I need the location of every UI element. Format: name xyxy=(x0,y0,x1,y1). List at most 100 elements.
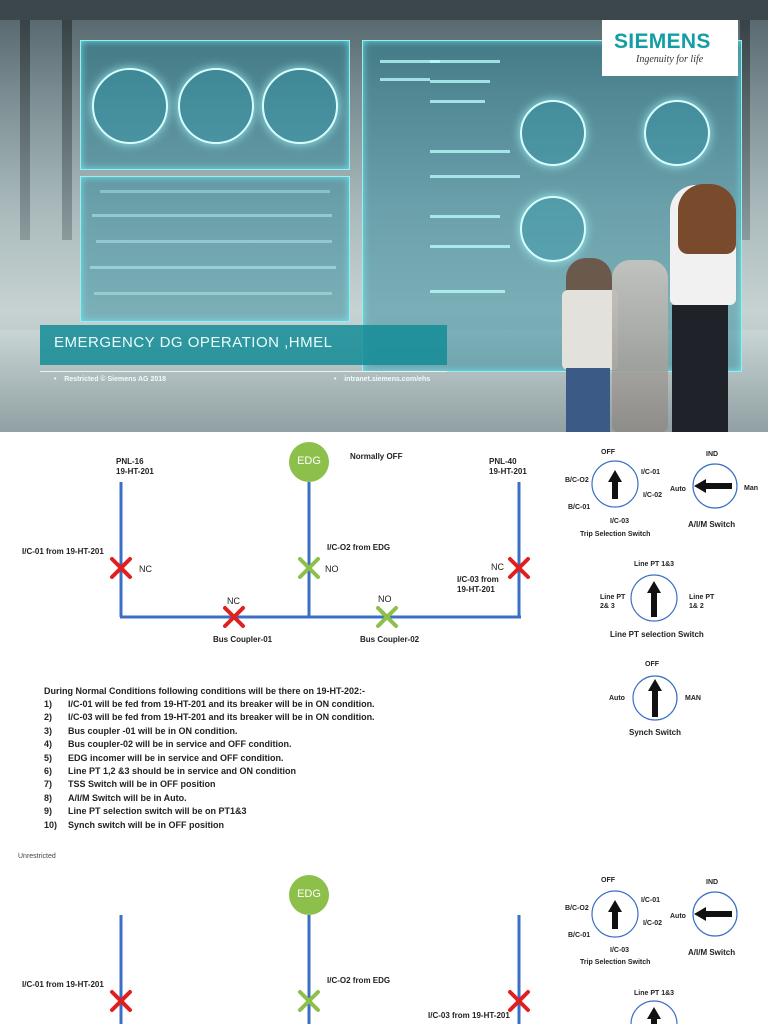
bandage-icon xyxy=(262,68,338,144)
synch-auto-label: Auto xyxy=(609,695,625,702)
linept-left-label: Line PT xyxy=(600,594,626,601)
pnl40-source: 19-HT-201 xyxy=(489,467,527,476)
aim-ind-label: IND xyxy=(706,879,719,886)
tss-caption: Trip Selection Switch xyxy=(580,959,651,966)
siemens-logo: SIEMENS Ingenuity for life xyxy=(602,20,738,76)
pnl16-source: 19-HT-201 xyxy=(116,467,154,476)
bus-coupler-01-label: Bus Coupler-01 xyxy=(213,635,273,644)
tss-ic02-label: I/C-02 xyxy=(643,492,663,499)
linept-top-label: Line PT 1&3 xyxy=(634,990,675,997)
normal-conditions: During Normal Conditions following condi… xyxy=(44,686,375,832)
aim-auto-label: Auto xyxy=(670,486,686,493)
list-item: 9)Line PT selection switch will be on PT… xyxy=(44,806,247,817)
binary-panel xyxy=(80,176,350,322)
normally-off-label: Normally OFF xyxy=(350,452,403,461)
ic01-label: I/C-01 from 19-HT-201 xyxy=(22,980,104,989)
nc-label: NC xyxy=(227,596,240,606)
no-label: NO xyxy=(378,594,392,604)
list-item: 10)Synch switch will be in OFF position xyxy=(44,819,225,830)
ic03-label: I/C-03 from xyxy=(457,575,499,584)
cover-slide: SIEMENS Ingenuity for life EMERGENCY DG … xyxy=(0,0,768,432)
aim-caption: A/I/M Switch xyxy=(688,520,736,529)
hall-beam xyxy=(740,0,750,240)
bus-coupler-02-label: Bus Coupler-02 xyxy=(360,635,420,644)
list-item: 6)Line PT 1,2 &3 should be in service an… xyxy=(44,765,297,776)
girl-jeans xyxy=(672,305,728,432)
synch-off-label: OFF xyxy=(645,661,659,668)
list-item: 5)EDG incomer will be in service and OFF… xyxy=(44,752,284,763)
aim-ind-label: IND xyxy=(706,451,719,458)
nc-label: NC xyxy=(491,562,504,572)
hall-beam xyxy=(62,0,72,240)
footer-divider xyxy=(40,371,447,372)
tss-bco1-label: B/C-01 xyxy=(568,932,591,939)
ic02-label: I/C-O2 from EDG xyxy=(327,543,391,552)
aim-man-label: Man xyxy=(744,485,758,492)
list-item: 8)A/I/M Switch will be in Auto. xyxy=(44,792,187,803)
apple-icon xyxy=(178,68,254,144)
girl-hair xyxy=(678,184,736,254)
synch-caption: Synch Switch xyxy=(629,728,682,737)
ic03-label: I/C-03 from 19-HT-201 xyxy=(428,1011,510,1020)
sld-lines xyxy=(110,442,738,1024)
gear-icon xyxy=(520,100,586,166)
nc-label: NC xyxy=(139,564,152,574)
footer-link[interactable]: • intranet.siemens.com/ehs xyxy=(334,376,431,383)
hall-beam xyxy=(20,0,30,240)
tss-ic01-label: I/C-01 xyxy=(641,897,661,904)
aim-caption: A/I/M Switch xyxy=(688,948,736,957)
tree-icon xyxy=(92,68,168,144)
tss-bco1-label: B/C-01 xyxy=(568,504,591,511)
no-label: NO xyxy=(325,564,339,574)
breaker-closed-icon xyxy=(110,557,132,579)
breaker-closed-icon xyxy=(110,990,132,1012)
tss-bco2-label: B/C-O2 xyxy=(565,477,589,484)
tss-caption: Trip Selection Switch xyxy=(580,531,651,538)
linept-caption: Line PT selection Switch xyxy=(610,630,704,639)
list-item: 2)I/C-03 will be fed from 19-HT-201 and … xyxy=(44,712,375,723)
list-item: 7)TSS Switch will be in OFF position xyxy=(44,779,216,790)
list-item: 3)Bus coupler -01 will be in ON conditio… xyxy=(44,725,238,736)
ic02-label: I/C-O2 from EDG xyxy=(327,976,391,985)
linept-top-label: Line PT 1&3 xyxy=(634,561,675,568)
tss-ic01-label: I/C-01 xyxy=(641,469,661,476)
dial-icon xyxy=(520,196,586,262)
conditions-heading: During Normal Conditions following condi… xyxy=(44,686,366,696)
tss-ic03-label: I/C-03 xyxy=(610,947,630,954)
ic01-label: I/C-01 from 19-HT-201 xyxy=(22,547,104,556)
tss-off-label: OFF xyxy=(601,449,615,456)
breaker-closed-icon xyxy=(508,990,530,1012)
pnl40-label: PNL-40 xyxy=(489,457,517,466)
ic03-source: 19-HT-201 xyxy=(457,585,495,594)
pnl16-label: PNL-16 xyxy=(116,457,144,466)
breaker-closed-icon xyxy=(508,557,530,579)
logo-tagline: Ingenuity for life xyxy=(636,54,704,65)
edg-label: EDG xyxy=(297,455,321,467)
breaker-open-icon xyxy=(298,557,320,579)
aim-auto-label: Auto xyxy=(670,913,686,920)
child-shirt xyxy=(562,290,618,370)
synch-man-label: MAN xyxy=(685,695,701,702)
tss-ic03-label: I/C-03 xyxy=(610,518,630,525)
footer-restricted: • Restricted © Siemens AG 2018 xyxy=(54,376,167,383)
classification-label: Unrestricted xyxy=(18,853,56,860)
child-jeans xyxy=(566,368,610,432)
breaker-open-icon xyxy=(298,990,320,1012)
hall-ceiling xyxy=(0,0,768,20)
breaker-closed-icon xyxy=(223,606,245,628)
linept-right-label: Line PT xyxy=(689,594,715,601)
edg-node xyxy=(289,875,329,915)
tss-off-label: OFF xyxy=(601,877,615,884)
edg-label: EDG xyxy=(297,888,321,900)
list-item: 1)I/C-01 will be fed from 19-HT-201 and … xyxy=(44,699,375,709)
tss-ic02-label: I/C-02 xyxy=(643,920,663,927)
tss-bco2-label: B/C-O2 xyxy=(565,905,589,912)
edg-node xyxy=(289,442,329,482)
slide-title: EMERGENCY DG OPERATION ,HMEL xyxy=(40,325,447,365)
linept-left-sub: 2& 3 xyxy=(600,603,615,610)
breaker-open-icon xyxy=(376,606,398,628)
linept-right-sub: 1& 2 xyxy=(689,603,704,610)
logo-name: SIEMENS xyxy=(614,30,711,53)
list-item: 4)Bus coupler-02 will be in service and … xyxy=(44,739,292,750)
robot-face-icon xyxy=(644,100,710,166)
